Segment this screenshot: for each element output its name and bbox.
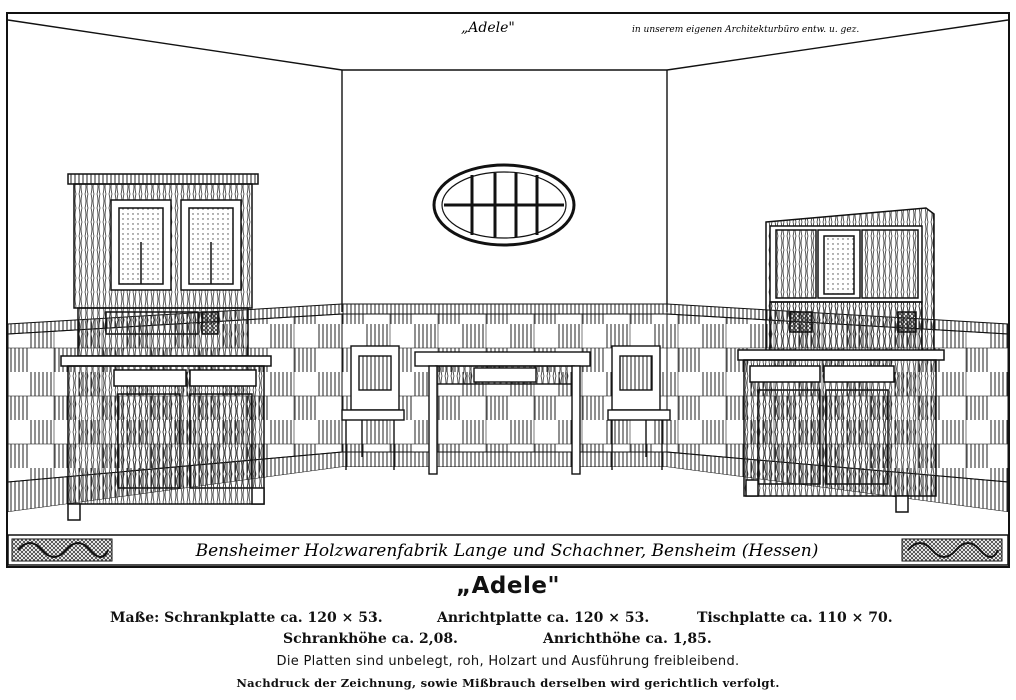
room-walls [7,19,1009,312]
oval-window [432,163,576,247]
dim-anrichtplatte: Anrichtplatte ca. 120 × 53. [437,610,650,626]
dim-tischplatte: Tischplatte ca. 110 × 70. [697,610,893,626]
kitchen-sideboard-right [737,207,945,513]
banner [7,534,1009,566]
ornament-right [907,542,999,558]
caption-title: „Adele" [456,573,560,599]
kitchen-cabinet-left [60,173,272,521]
chair-right [607,345,671,470]
chair-left [341,345,405,470]
architect-note: in unserem eigenen Architekturbüro entw.… [632,25,859,35]
ornament-left [17,542,109,558]
dim-schrankplatte: Maße: Schrankplatte ca. 120 × 53. [110,610,383,626]
plate-title: „Adele" [461,20,515,36]
material-note: Die Platten sind unbelegt, roh, Holzart … [276,654,740,669]
banner-text: Bensheimer Holzwarenfabrik Lange und Sch… [195,541,819,561]
dim-anrichthoehe: Anrichthöhe ca. 1,85. [543,631,712,647]
copyright-warning: Nachdruck der Zeichnung, sowie Mißbrauch… [236,676,780,690]
table [414,351,591,475]
dimensions-row-2: Schrankhöhe ca. 2,08. Anrichthöhe ca. 1,… [0,631,1016,651]
dimensions-row-1: Maße: Schrankplatte ca. 120 × 53. Anrich… [0,610,1016,630]
room-illustration: „Adele" in unserem eigenen Architekturbü… [6,12,1010,568]
dim-schrankhoehe: Schrankhöhe ca. 2,08. [283,631,458,647]
